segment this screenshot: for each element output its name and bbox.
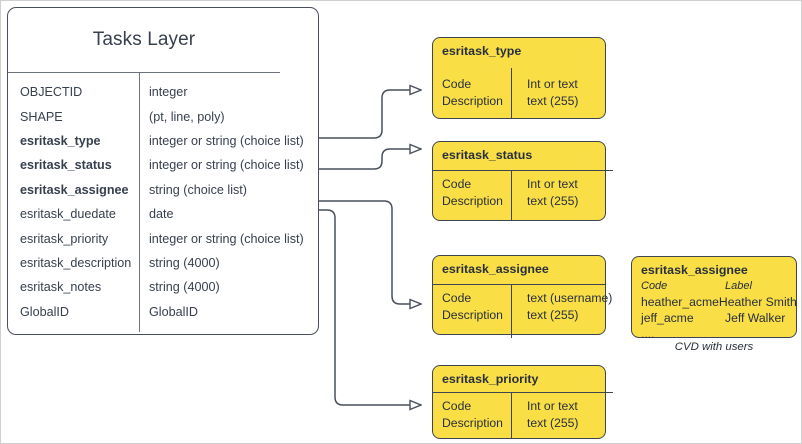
field-row[interactable]: esritask_assignee string (choice list) xyxy=(8,178,318,202)
domain-right-cells: Int or text text (255) xyxy=(518,176,578,209)
field-type: string (choice list) xyxy=(149,182,247,197)
header-divider xyxy=(433,392,613,393)
cvd-label: Jeff Walker xyxy=(725,311,786,325)
domain-right-cells: text (username) text (255) xyxy=(518,290,612,323)
field-name: esritask_priority xyxy=(20,231,109,246)
cell-description-type: text (255) xyxy=(527,193,579,208)
field-row[interactable]: esritask_duedate date xyxy=(8,202,318,226)
field-type: string (4000) xyxy=(149,255,220,270)
cell-code-type: text (username) xyxy=(527,291,613,305)
field-row[interactable]: GlobalID GlobalID xyxy=(8,300,318,324)
connector-status xyxy=(319,149,421,170)
cell-code: Code xyxy=(442,291,472,305)
cell-code: Code xyxy=(442,177,472,191)
field-name: esritask_duedate xyxy=(20,207,116,222)
domain-body: Code Description Int or text text (255) xyxy=(442,176,578,209)
cell-code-type: Int or text xyxy=(527,399,578,413)
cvd-title: esritask_assignee xyxy=(641,263,748,277)
cell-description: Description xyxy=(442,307,503,322)
domain-title: esritask_status xyxy=(442,148,533,162)
cell-code-type: Int or text xyxy=(527,177,578,191)
domain-left-cells: Code Description xyxy=(442,398,518,431)
field-type: integer xyxy=(149,85,188,100)
cvd-caption: CVD with users xyxy=(674,341,754,353)
domain-left-cells: Code Description xyxy=(442,176,518,209)
domain-title: esritask_type xyxy=(442,44,522,58)
cell-description: Description xyxy=(442,93,503,108)
field-row[interactable]: SHAPE (pt, line, poly) xyxy=(8,104,318,128)
field-name: SHAPE xyxy=(20,109,63,124)
cell-code-type: Int or text xyxy=(527,77,578,91)
domain-body: Code Description text (username) text (2… xyxy=(442,290,612,323)
cvd-row: jeff_acme Jeff Walker xyxy=(641,310,796,326)
column-divider xyxy=(511,170,512,220)
header-divider xyxy=(8,72,280,73)
column-divider xyxy=(511,284,512,338)
cvd-row: .... xyxy=(641,326,796,342)
connector-type xyxy=(319,90,421,139)
field-name: esritask_assignee xyxy=(20,182,129,197)
field-type: date xyxy=(149,207,174,222)
cvd-code: .... xyxy=(641,327,655,341)
cell-description-type: text (255) xyxy=(527,415,579,430)
domain-left-cells: Code Description xyxy=(442,290,518,323)
field-row[interactable]: esritask_description string (4000) xyxy=(8,251,318,275)
field-type: integer or string (choice list) xyxy=(149,133,304,148)
field-row[interactable]: OBJECTID integer xyxy=(8,80,318,104)
field-name: OBJECTID xyxy=(20,85,83,100)
domain-box-esritask-status[interactable]: esritask_status Code Description Int or … xyxy=(432,141,613,221)
field-row[interactable]: esritask_notes string (4000) xyxy=(8,275,318,299)
field-name: esritask_notes xyxy=(20,280,102,295)
cvd-sample-box[interactable]: esritask_assignee Code Label heather_acm… xyxy=(631,256,797,341)
field-type: string (4000) xyxy=(149,280,220,295)
cell-description-type: text (255) xyxy=(527,93,579,108)
page-title: Tasks Layer xyxy=(92,29,196,50)
field-name: esritask_type xyxy=(20,133,101,148)
domain-right-cells: Int or text text (255) xyxy=(518,398,578,431)
domain-body: Code Description Int or text text (255) xyxy=(442,398,578,431)
connector-priority xyxy=(319,209,421,405)
field-type: integer or string (choice list) xyxy=(149,158,304,173)
column-divider xyxy=(511,392,512,438)
connector-assignee xyxy=(319,200,421,304)
field-name: esritask_status xyxy=(20,158,112,173)
field-row[interactable]: esritask_priority integer or string (choi… xyxy=(8,226,318,250)
domain-body: Code Description Int or text text (255) xyxy=(442,76,578,109)
cell-description: Description xyxy=(442,193,503,208)
column-divider xyxy=(139,72,140,332)
cvd-label: Heather Smith xyxy=(718,295,797,309)
cell-description-type: text (255) xyxy=(527,307,579,322)
cell-code: Code xyxy=(442,399,472,413)
field-type: integer or string (choice list) xyxy=(149,231,304,246)
header-divider xyxy=(433,170,613,171)
header-divider xyxy=(433,284,605,285)
domain-left-cells: Code Description xyxy=(442,76,518,109)
cell-description: Description xyxy=(442,415,503,430)
domain-right-cells: Int or text text (255) xyxy=(518,76,578,109)
cvd-header-row: Code Label xyxy=(641,278,796,294)
field-row[interactable]: esritask_type integer or string (choice l… xyxy=(8,129,318,153)
field-name: GlobalID xyxy=(20,304,69,319)
field-name: esritask_description xyxy=(20,255,132,270)
domain-box-esritask-type[interactable]: esritask_type Code Description Int or te… xyxy=(432,37,606,119)
cvd-header-label: Label xyxy=(725,280,752,292)
domain-title: esritask_assignee xyxy=(442,262,549,276)
cell-code: Code xyxy=(442,77,472,91)
field-type: GlobalID xyxy=(149,304,198,319)
column-divider xyxy=(511,68,512,118)
domain-title: esritask_priority xyxy=(442,372,539,386)
domain-box-esritask-assignee[interactable]: esritask_assignee Code Description text … xyxy=(432,255,612,338)
cvd-code: jeff_acme xyxy=(641,311,694,325)
domain-box-esritask-priority[interactable]: esritask_priority Code Description Int o… xyxy=(432,365,613,439)
field-type: (pt, line, poly) xyxy=(149,109,225,124)
cvd-header-code: Code xyxy=(641,280,668,292)
field-row[interactable]: esritask_status integer or string (choice… xyxy=(8,153,318,177)
cvd-code: heather_acme xyxy=(641,295,719,309)
